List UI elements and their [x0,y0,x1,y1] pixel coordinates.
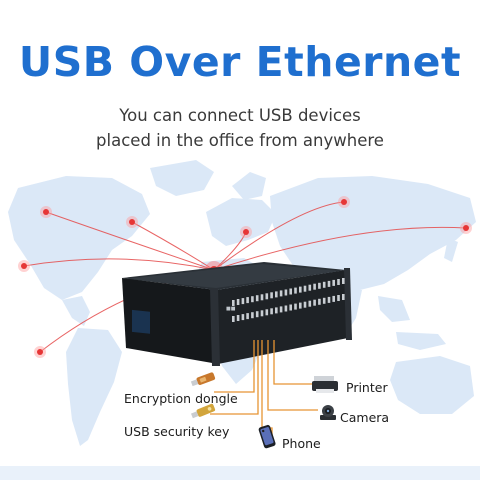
usb-port [275,291,278,298]
usb-port [260,310,264,317]
usb-port [308,284,312,291]
usb-port-rows [232,278,345,322]
usb-port [313,283,316,290]
link-line [131,221,215,271]
usb-port [294,287,297,294]
usb-port [275,307,278,314]
usb-port [303,301,307,308]
usb-port [284,305,288,312]
usb-port [327,296,331,303]
usb-hub-device: ■■ [122,262,352,366]
usb-port [255,295,259,302]
usb-port [337,279,340,285]
usb-port [284,289,288,296]
usb-port [232,300,235,306]
usb-port [251,296,254,303]
camera-icon [320,405,336,420]
link-line [45,211,215,271]
usb-port [327,280,331,287]
usb-port [318,282,321,289]
usb-port [322,297,326,304]
location-dot-icon [18,260,30,272]
usb-port [279,306,283,313]
usb-port [246,297,249,304]
location-dot-icon [126,216,138,228]
usb-port [241,298,245,305]
usb-port [265,309,269,316]
usb-port [279,290,283,297]
usb-port [246,313,249,320]
usb-port [342,294,345,300]
usb-port [294,303,297,310]
location-dot-icon [338,196,350,208]
link-line [213,226,467,271]
link-line [213,201,345,271]
usb-port [270,292,273,299]
location-dot-icon [460,222,472,234]
usb-port [342,278,345,284]
usb-port [308,300,312,307]
usb-port [251,312,254,319]
usb-port [313,299,316,306]
label-printer: Printer [346,380,388,395]
usb-port [332,279,335,286]
usb-port [322,281,326,288]
printer-icon [312,376,338,393]
usb-port [289,288,292,295]
label-camera: Camera [340,410,390,425]
usb-port [232,316,235,322]
label-phone: Phone [282,436,321,451]
usb-port [332,295,335,302]
usb-port [241,314,245,321]
usb-port [299,286,302,293]
usb-port [337,295,340,301]
usb-port [265,293,269,300]
usb-port [318,298,321,305]
subheading-line-2: placed in the office from anywhere [96,131,384,150]
usb-key-icon [190,403,216,419]
phone-icon [258,424,276,449]
label-usb-security-key: USB security key [124,424,230,439]
cable-usb-security-key [210,340,259,415]
usb-port [270,308,273,315]
usb-port [299,302,302,309]
location-dot-icon [240,226,252,238]
usb-port [303,285,307,292]
location-dot-icon [40,206,52,218]
usb-port [236,299,240,305]
usb-port [289,304,292,311]
usb-port [260,294,264,301]
link-line [23,258,215,271]
headline: USB Over Ethernet [18,38,462,86]
usb-dongle-icon [190,372,216,387]
cable-camera [267,340,318,411]
usb-port [255,311,259,318]
label-encryption-dongle: Encryption dongle [124,391,238,406]
cable-encryption-dongle [214,340,255,393]
location-dot-icon [34,346,46,358]
device-logo: ■■ [226,306,236,312]
subheading-line-1: You can connect USB devices [119,106,361,125]
cable-printer [273,340,312,385]
usb-port [236,315,240,321]
